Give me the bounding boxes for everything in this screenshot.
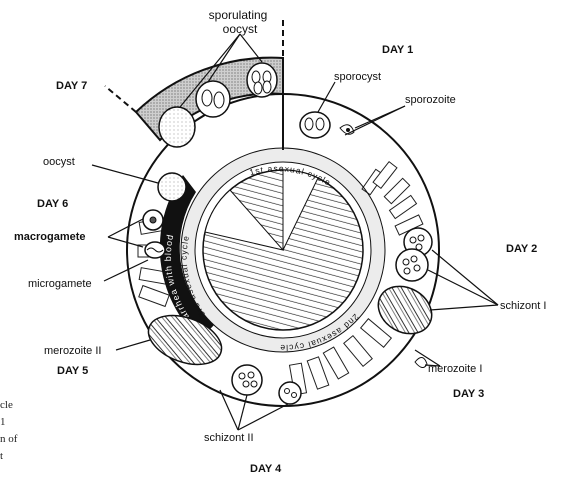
edge-fragment-2: 1 bbox=[0, 414, 6, 430]
day4-label: DAY 4 bbox=[250, 463, 282, 475]
macrogamete-label: macrogamete bbox=[14, 231, 86, 243]
sporozoite-label: sporozoite bbox=[405, 94, 456, 106]
day2-label: DAY 2 bbox=[506, 243, 537, 255]
edge-fragment-1: cle bbox=[0, 397, 13, 413]
edge-fragment-4: t bbox=[0, 448, 3, 464]
microgamete-label: microgamete bbox=[28, 278, 92, 290]
day6-label: DAY 6 bbox=[37, 198, 68, 210]
oocyst-dotted bbox=[159, 107, 195, 147]
schizont-i-label: schizont I bbox=[500, 300, 546, 312]
sporulating-label-2: oocyst bbox=[223, 22, 258, 36]
merozoite-i-label: merozoite I bbox=[428, 363, 482, 375]
oocyst-cell bbox=[158, 173, 186, 201]
merozoite-ii-label: merozoite II bbox=[44, 345, 101, 357]
edge-fragment-3: n of bbox=[0, 431, 17, 447]
day1-label: DAY 1 bbox=[382, 44, 413, 56]
day3-label: DAY 3 bbox=[453, 388, 484, 400]
schizont-ii-label: schizont II bbox=[204, 432, 254, 444]
oocyst-label: oocyst bbox=[43, 156, 75, 168]
day7-label: DAY 7 bbox=[56, 80, 87, 92]
sporulating-label-1: sporulating bbox=[209, 8, 268, 22]
oocyst-four-sporocysts bbox=[247, 63, 277, 97]
oocyst-two-sporocysts bbox=[196, 81, 230, 117]
day5-label: DAY 5 bbox=[57, 365, 88, 377]
sporocyst-label: sporocyst bbox=[334, 71, 381, 83]
